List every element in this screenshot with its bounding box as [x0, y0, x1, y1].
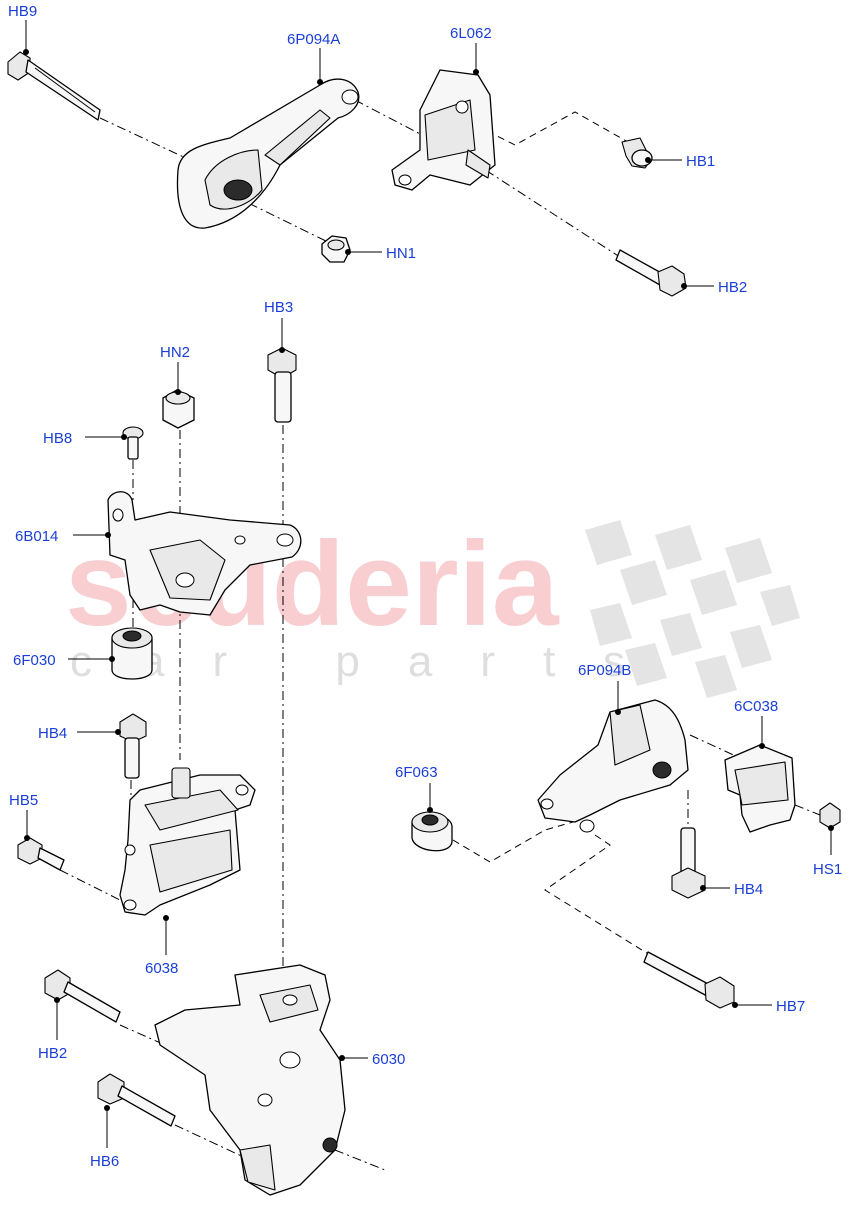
nut-hn2 [162, 389, 195, 429]
watermark: scuderia car parts [65, 517, 800, 698]
callout-hb5: HB5 [9, 792, 38, 809]
callout-hb6: HB6 [90, 1153, 119, 1170]
bolt-hb5 [17, 837, 65, 871]
bolt-hb6 [97, 1073, 176, 1127]
callout-hb9: HB9 [8, 3, 37, 20]
callout-hb8: HB8 [43, 430, 72, 447]
callout-6c038: 6C038 [734, 698, 778, 715]
bolt-hb1 [621, 137, 653, 169]
bolt-hb3 [267, 347, 297, 423]
callout-hb2-bottom: HB2 [38, 1045, 67, 1062]
bolt-hb9 [7, 51, 101, 121]
bolt-hb2-bottom [44, 969, 121, 1023]
callout-6038: 6038 [145, 960, 178, 977]
nut-hn1 [321, 235, 351, 263]
callout-labels: HB9 6P094A 6L062 HB1 HN1 HB2 HB3 HN2 HB8… [8, 3, 842, 1170]
watermark-sub: car parts [70, 637, 673, 686]
callout-hb3: HB3 [264, 299, 293, 316]
bushing-6f063 [411, 811, 453, 852]
callout-hn1: HN1 [386, 245, 416, 262]
bolt-hb4-right [671, 827, 706, 899]
bolt-hb2-top [615, 249, 687, 297]
bracket-6c038 [724, 744, 796, 833]
callout-hs1: HS1 [813, 861, 842, 878]
callout-hn2: HN2 [160, 344, 190, 361]
callout-6l062: 6L062 [450, 25, 492, 42]
mount-6038 [119, 767, 256, 916]
bolt-hb7 [643, 951, 735, 1009]
callout-hb4-left: HB4 [38, 725, 67, 742]
callout-6f063: 6F063 [395, 764, 438, 781]
torque-rod-6p094b [537, 699, 689, 833]
torque-rod-6p094a [176, 78, 360, 229]
checkered-flag-logo [585, 520, 800, 698]
bracket-6l062 [391, 69, 496, 191]
callout-hb7: HB7 [776, 998, 805, 1015]
callout-hb1: HB1 [686, 153, 715, 170]
callout-6p094a: 6P094A [287, 31, 340, 48]
bolt-hb4-left [119, 713, 147, 779]
callout-6f030: 6F030 [13, 652, 56, 669]
callout-6030: 6030 [372, 1051, 405, 1068]
callout-hb4-right: HB4 [734, 881, 763, 898]
bolt-hb8 [122, 426, 144, 460]
bolt-hs1 [819, 802, 841, 829]
callout-hb2-top: HB2 [718, 279, 747, 296]
callout-6p094b: 6P094B [578, 662, 631, 679]
bracket-6b014 [107, 491, 302, 616]
bushing-6f030 [111, 627, 153, 680]
callout-6b014: 6B014 [15, 528, 58, 545]
bracket-6030 [154, 964, 346, 1196]
leader-lines [23, 20, 834, 1148]
